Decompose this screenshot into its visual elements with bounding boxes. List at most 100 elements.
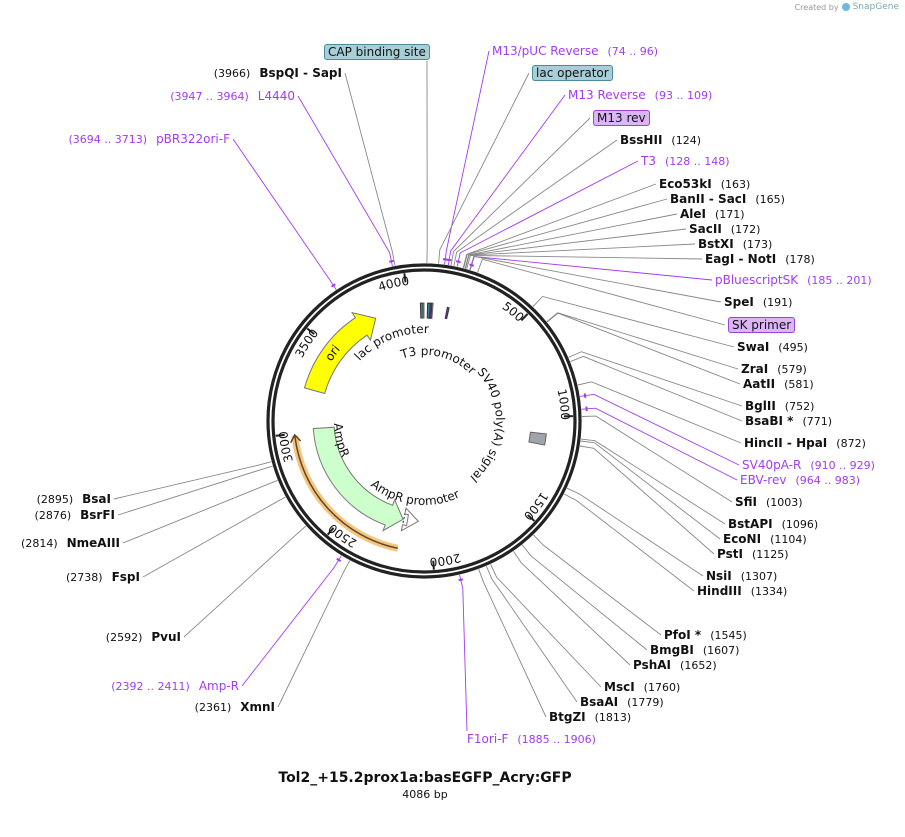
restriction-site-label[interactable]: BanII - SacI (165) bbox=[670, 191, 785, 207]
label-name: BtgZI bbox=[549, 710, 586, 724]
restriction-site-label[interactable]: AatII(581) bbox=[743, 376, 814, 392]
primer-binding-mark bbox=[458, 578, 464, 582]
restriction-site-label[interactable]: PshAI(1652) bbox=[633, 657, 717, 673]
primer-label[interactable]: M13/pUC Reverse(74 .. 96) bbox=[492, 43, 658, 59]
label-name: SK primer bbox=[728, 317, 796, 333]
restriction-site-label[interactable]: BstXI(173) bbox=[698, 236, 772, 252]
sv40-polya-label-path: SV40 poly(A) signal bbox=[468, 365, 507, 485]
primer-label[interactable]: M13 rev bbox=[593, 110, 650, 126]
restriction-site-label[interactable]: SfiI(1003) bbox=[735, 494, 803, 510]
label-position: (1125) bbox=[751, 548, 789, 561]
leader-line bbox=[532, 295, 735, 348]
label-name: PstI bbox=[717, 547, 743, 561]
restriction-site-label[interactable]: BstAPI(1096) bbox=[728, 516, 818, 532]
restriction-site-label[interactable]: NsiI(1307) bbox=[706, 568, 777, 584]
label-name: F1ori-F bbox=[467, 732, 509, 746]
feature-label[interactable]: lac operator bbox=[532, 65, 613, 81]
label-name: BstAPI bbox=[728, 517, 773, 531]
plasmid-length: 4086 bp bbox=[402, 788, 448, 801]
leader-line bbox=[513, 551, 631, 666]
restriction-site-label[interactable]: PfoI *(1545) bbox=[664, 627, 747, 643]
label-name: AatII bbox=[743, 377, 776, 391]
leader-line bbox=[570, 355, 743, 422]
sv40-polya-block[interactable] bbox=[528, 431, 547, 446]
leader-line bbox=[581, 415, 733, 503]
tick-label-path: 2000 bbox=[429, 551, 462, 569]
label-position: (1652) bbox=[680, 659, 717, 672]
restriction-site-label[interactable]: (2895)BsaI bbox=[37, 491, 111, 507]
primer-label[interactable]: (3947 .. 3964)L4440 bbox=[170, 88, 295, 104]
restriction-site-label[interactable]: Eco53kI(163) bbox=[659, 176, 750, 192]
feature-label[interactable]: CAP binding site bbox=[324, 44, 430, 60]
restriction-site-label[interactable]: BsaBI *(771) bbox=[745, 413, 832, 429]
restriction-site-label[interactable]: BssHII(124) bbox=[620, 132, 701, 148]
leader-line bbox=[232, 138, 337, 290]
snapgene-logo-icon bbox=[841, 3, 850, 11]
restriction-site-label[interactable]: BmgBI(1607) bbox=[650, 642, 739, 658]
primer-label[interactable]: (2392 .. 2411)Amp-R bbox=[111, 678, 239, 694]
primer-label[interactable]: (3694 .. 3713)pBR322ori-F bbox=[69, 131, 231, 147]
restriction-site-label[interactable]: EagI - NotI(178) bbox=[705, 251, 815, 267]
restriction-site-label[interactable]: EcoNI(1104) bbox=[723, 531, 807, 547]
leader-line bbox=[344, 72, 396, 266]
primer-label[interactable]: SK primer bbox=[728, 317, 796, 333]
restriction-site-label[interactable]: (2361)XmnI bbox=[195, 699, 275, 715]
label-name: BsaAI bbox=[580, 695, 619, 709]
primer-label[interactable]: T3(128 .. 148) bbox=[641, 153, 730, 169]
primer-binding-mark bbox=[446, 258, 452, 262]
primer-label[interactable]: M13 Reverse(93 .. 109) bbox=[568, 87, 712, 103]
label-name: ZraI bbox=[741, 362, 769, 376]
restriction-site-label[interactable]: (2876)BsrFI bbox=[35, 507, 115, 523]
restriction-site-label[interactable]: MscI(1760) bbox=[604, 679, 680, 695]
restriction-site-label[interactable]: HindIII(1334) bbox=[697, 583, 787, 599]
label-name: EBV-rev bbox=[740, 473, 787, 487]
primer-label[interactable]: SV40pA-R(910 .. 929) bbox=[742, 457, 875, 473]
restriction-site-label[interactable]: AleI(171) bbox=[680, 206, 745, 222]
label-position: (2895) bbox=[36, 493, 74, 506]
tick-mark bbox=[326, 527, 335, 536]
restriction-site-label[interactable]: SwaI(495) bbox=[737, 339, 808, 355]
lac-promoter-block[interactable] bbox=[422, 302, 425, 319]
restriction-site-label[interactable]: SpeI(191) bbox=[724, 294, 792, 310]
leader-line bbox=[277, 560, 351, 708]
ori-arrow[interactable] bbox=[303, 311, 377, 395]
restriction-site-label[interactable]: BglII(752) bbox=[745, 398, 814, 414]
label-position: (172) bbox=[730, 223, 761, 236]
primer-label[interactable]: F1ori-F(1885 .. 1906) bbox=[467, 731, 596, 747]
restriction-site-label[interactable]: (2814)NmeAIII bbox=[21, 535, 120, 551]
leader-line bbox=[297, 95, 393, 267]
primer-label[interactable]: pBluescriptSK(185 .. 201) bbox=[715, 272, 872, 288]
tick-mark bbox=[527, 514, 536, 522]
t3-promoter-label-path: T3 promoter bbox=[398, 344, 479, 377]
label-name: EcoNI bbox=[723, 532, 762, 546]
label-position: (171) bbox=[715, 208, 745, 221]
label-name: BanII - SacI bbox=[670, 192, 747, 206]
backbone-inner-strand bbox=[271, 268, 577, 574]
restriction-site-label[interactable]: (3966)BspQI - SapI bbox=[214, 65, 342, 81]
backbone-outer-strand bbox=[266, 263, 582, 579]
primer-label[interactable]: EBV-rev(964 .. 983) bbox=[740, 472, 860, 488]
label-position: (1545) bbox=[710, 629, 747, 642]
label-position: (165) bbox=[755, 193, 785, 206]
restriction-site-label[interactable]: PstI (1125) bbox=[717, 546, 789, 562]
restriction-site-label[interactable]: BtgZI (1813) bbox=[549, 709, 631, 725]
label-position: (178) bbox=[785, 253, 815, 266]
m13-rev-block[interactable] bbox=[429, 302, 433, 319]
label-name: M13/pUC Reverse bbox=[492, 44, 599, 58]
cap-binding-site-block[interactable] bbox=[419, 302, 424, 319]
label-position: (1607) bbox=[702, 644, 740, 657]
restriction-site-label[interactable]: HincII - HpaI(872) bbox=[744, 435, 866, 451]
leader-line bbox=[113, 461, 272, 500]
restriction-site-label[interactable]: (2592)PvuI bbox=[106, 629, 181, 645]
ampr-promoter-arrow[interactable] bbox=[400, 507, 420, 532]
label-name: SpeI bbox=[724, 295, 754, 309]
t3-block[interactable] bbox=[444, 306, 450, 320]
ampr-arrow[interactable] bbox=[312, 426, 404, 532]
tick-label: 3000 bbox=[276, 431, 295, 464]
restriction-site-label[interactable]: BsaAI(1779) bbox=[580, 694, 664, 710]
label-position: (1307) bbox=[740, 570, 778, 583]
restriction-site-label[interactable]: ZraI(579) bbox=[741, 361, 807, 377]
label-position: (1813) bbox=[594, 711, 632, 724]
restriction-site-label[interactable]: SacII(172) bbox=[689, 221, 760, 237]
restriction-site-label[interactable]: (2738)FspI bbox=[66, 569, 140, 585]
